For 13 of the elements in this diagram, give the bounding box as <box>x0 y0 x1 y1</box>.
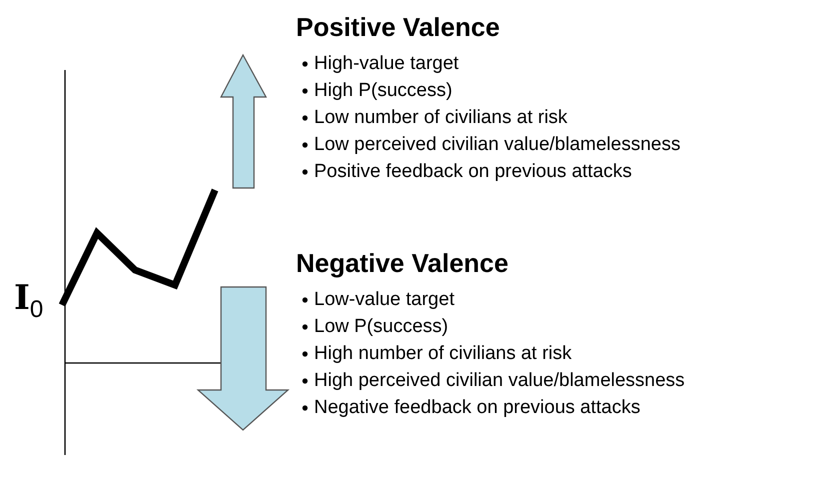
bullet-item: Low-value target <box>314 289 454 310</box>
axis-label: I$_{0}$ <box>14 278 44 324</box>
section-heading: Negative Valence <box>296 248 508 279</box>
bullet-item: Low number of civilians at risk <box>314 107 568 128</box>
section-heading: Positive Valence <box>296 12 500 43</box>
bullet-item: Negative feedback on previous attacks <box>314 397 640 418</box>
bullet-item: High P(success) <box>314 80 452 101</box>
bullet-item: High number of civilians at risk <box>314 343 572 364</box>
bullet-item: High perceived civilian value/blamelessness <box>314 370 685 391</box>
bullet-item: Positive feedback on previous attacks <box>314 161 632 182</box>
bullet-item: Low P(success) <box>314 316 448 337</box>
bullet-item: Low perceived civilian value/blamelessness <box>314 134 680 155</box>
bullet-item: High-value target <box>314 53 459 74</box>
